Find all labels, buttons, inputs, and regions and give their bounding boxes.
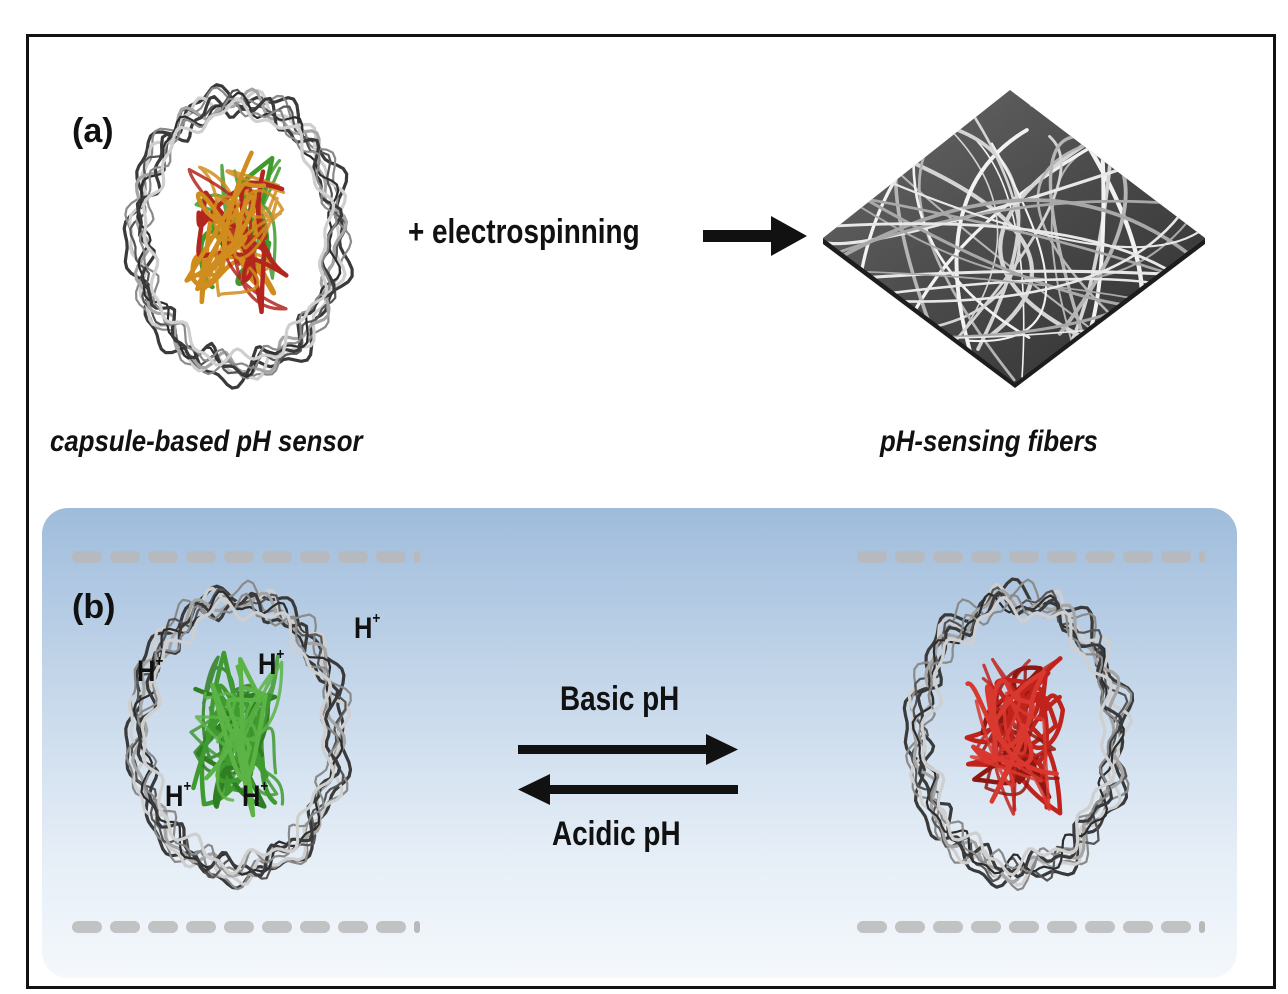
membrane-segment [895,551,925,563]
membrane-segment [110,921,140,933]
fiber-strand [918,135,1063,382]
membrane-bottom-left [72,921,420,933]
capsule-shell-strand [136,591,342,878]
capsule-sensor-caption: capsule-based pH sensor [50,425,363,458]
polymer-coil [969,690,1051,811]
membrane-segment [1009,551,1039,563]
membrane-segment [857,551,887,563]
polymer-coil [194,660,284,802]
fiber-strand [823,137,1205,246]
membrane-segment [262,921,292,933]
membrane-segment [1199,921,1205,933]
membrane-segment [148,551,178,563]
membrane-segment [338,551,368,563]
polymer-coil [204,656,268,818]
polymer-coil [187,167,288,311]
membrane-segment [414,551,420,563]
capsule-shell-strand [127,586,352,886]
fiber-mat-icon [823,90,1205,388]
membrane-segment [148,921,178,933]
fiber-strand [874,144,1034,338]
electrospinning-label: + electrospinning [408,213,640,251]
membrane-top-right [857,551,1205,563]
membrane-segment [262,551,292,563]
membrane-segment [933,551,963,563]
polymer-coil [193,655,253,775]
basic-ph-label: Basic pH [560,680,680,718]
fiber-strand [823,148,1205,249]
membrane-segment [414,921,420,933]
membrane-segment [376,921,406,933]
membrane-segment [895,921,925,933]
membrane-segment [1199,551,1205,563]
capsule-shell-strand [122,83,354,390]
proton-label: H+ [165,778,192,813]
capsule-shell-strand [142,97,336,367]
membrane-segment [110,551,140,563]
membrane-segment [1161,921,1191,933]
membrane-bottom-right [857,921,1205,933]
capsule-shell-strand [920,595,1116,877]
membrane-segment [1085,921,1115,933]
green-capsule-icon [124,579,353,891]
membrane-segment [857,921,887,933]
polymer-coil [212,189,285,298]
capsule-shell-strand [917,593,1119,873]
panel-a-label: (a) [72,112,114,150]
membrane-segment [338,921,368,933]
membrane-segment [1047,921,1077,933]
membrane-segment [971,551,1001,563]
membrane-segment [1047,551,1077,563]
membrane-top-left [72,551,420,563]
membrane-segment [1123,921,1153,933]
membrane-segment [1009,921,1039,933]
panel-b-label: (b) [72,588,116,626]
reverse-arrow-icon [518,774,738,805]
polymer-coil [184,150,267,292]
membrane-segment [224,921,254,933]
fiber-strand [954,128,1029,383]
proton-label: H+ [354,610,381,645]
membrane-segment [72,921,102,933]
membrane-segment [1161,551,1191,563]
capsule-shell-strand [911,592,1125,875]
membrane-segment [376,551,406,563]
fiber-strand [965,142,1048,343]
proton-label: H+ [258,646,285,681]
membrane-segment [300,551,330,563]
capsule-sensor-icon [122,83,354,390]
forward-arrow-icon [518,734,738,765]
membrane-segment [186,921,216,933]
acidic-ph-label: Acidic pH [552,815,681,853]
membrane-segment [186,551,216,563]
capsule-shell-strand [141,597,336,876]
membrane-segment [971,921,1001,933]
capsule-shell-strand [129,88,348,378]
membrane-segment [72,551,102,563]
membrane-segment [1085,551,1115,563]
proton-label: H+ [137,653,164,688]
red-capsule-icon [902,577,1135,891]
membrane-segment [224,551,254,563]
proton-label: H+ [242,778,269,813]
membrane-segment [300,921,330,933]
membrane-segment [1123,551,1153,563]
right-arrow-icon [703,216,807,256]
fibers-caption: pH-sensing fibers [880,425,1098,458]
membrane-segment [933,921,963,933]
